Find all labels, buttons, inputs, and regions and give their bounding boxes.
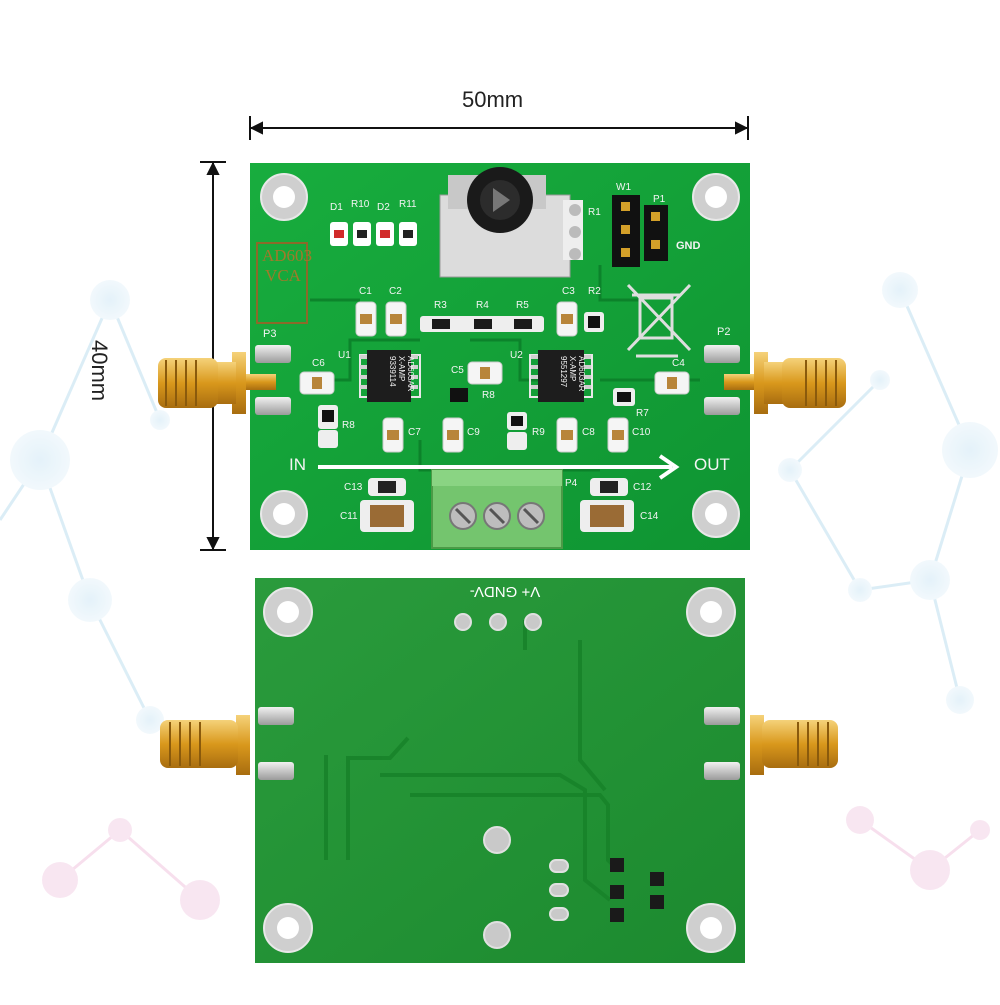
ref-c6: C6 [312, 358, 325, 369]
chip-u2-line1: AD603AR [577, 356, 586, 392]
ref-c5: C5 [451, 365, 464, 376]
sma-connector-output [724, 352, 846, 414]
ref-c3: C3 [562, 286, 575, 297]
ref-c1: C1 [359, 286, 372, 297]
chip-u2-line3: 9551297 [559, 356, 568, 388]
dimension-width [249, 116, 749, 140]
terminal-block [431, 469, 563, 549]
sma-connector-back-left [160, 715, 250, 775]
ref-c7: C7 [408, 427, 421, 438]
ref-c12: C12 [633, 482, 652, 493]
ref-d2: D2 [377, 202, 390, 213]
ref-r11: R11 [399, 199, 417, 210]
ref-p2: P2 [717, 326, 731, 338]
sma-pad [255, 345, 740, 415]
potentiometer [439, 167, 583, 278]
chip-u1-marking: AD603AR X-AMP 9339114 [388, 356, 415, 396]
ref-u2: U2 [510, 350, 523, 361]
solder-pad [454, 613, 569, 949]
ref-c4: C4 [672, 358, 685, 369]
ref-c14: C14 [640, 511, 659, 522]
power-label: V+ GNDV- [469, 583, 541, 600]
module-label-line1: AD603 [262, 246, 313, 265]
background-network [0, 272, 998, 920]
ic-u1 [359, 350, 421, 402]
ic-u2 [529, 350, 593, 402]
sma-connector-input [158, 352, 276, 414]
ref-r10: R10 [351, 199, 370, 210]
ref-r3: R3 [434, 300, 447, 311]
ref-c9: C9 [467, 427, 480, 438]
ref-u1: U1 [338, 350, 351, 361]
disposal-symbol [626, 283, 692, 358]
module-label-line2: VCA [265, 266, 301, 285]
ref-r8-center: R8 [482, 390, 495, 401]
ref-c11: C11 [340, 511, 358, 522]
sma-pad [258, 707, 740, 780]
ref-r5: R5 [516, 300, 529, 311]
ref-p3: P3 [263, 328, 277, 340]
jumper-header [612, 195, 668, 267]
ref-c10: C10 [632, 427, 651, 438]
ref-c13: C13 [344, 482, 363, 493]
ref-r4: R4 [476, 300, 489, 311]
ref-p1: P1 [653, 194, 666, 205]
module-label: AD603 VCA [262, 246, 313, 286]
diode [450, 388, 468, 402]
ref-r2: R2 [588, 286, 601, 297]
sma-connector-back-right [750, 715, 838, 775]
ref-r8: R8 [342, 420, 355, 431]
out-label: OUT [694, 455, 730, 474]
ref-c2: C2 [389, 286, 402, 297]
ref-r9: R9 [532, 427, 545, 438]
chip-u2-line2: X-AMP [568, 356, 577, 382]
ref-r7: R7 [636, 408, 649, 419]
chip-u1-line2: X-AMP [397, 356, 406, 382]
gnd-label: GND [676, 240, 701, 252]
ref-p4: P4 [565, 478, 578, 489]
dimension-height [200, 161, 226, 551]
signal-arrow [318, 454, 680, 480]
ref-d1: D1 [330, 202, 343, 213]
ref-w1: W1 [616, 182, 631, 193]
front-pcb [250, 163, 750, 550]
ref-r1: R1 [588, 207, 601, 218]
width-dimension-label: 50mm [462, 87, 524, 112]
chip-u2-marking: AD603AR X-AMP 9551297 [559, 356, 586, 396]
back-pcb [255, 578, 745, 963]
chip-u1-line3: 9339114 [388, 356, 397, 387]
chip-u1-line1: AD603AR [406, 356, 415, 392]
height-dimension-label: 40mm [87, 340, 112, 402]
ref-c8: C8 [582, 427, 595, 438]
in-label: IN [289, 455, 306, 474]
